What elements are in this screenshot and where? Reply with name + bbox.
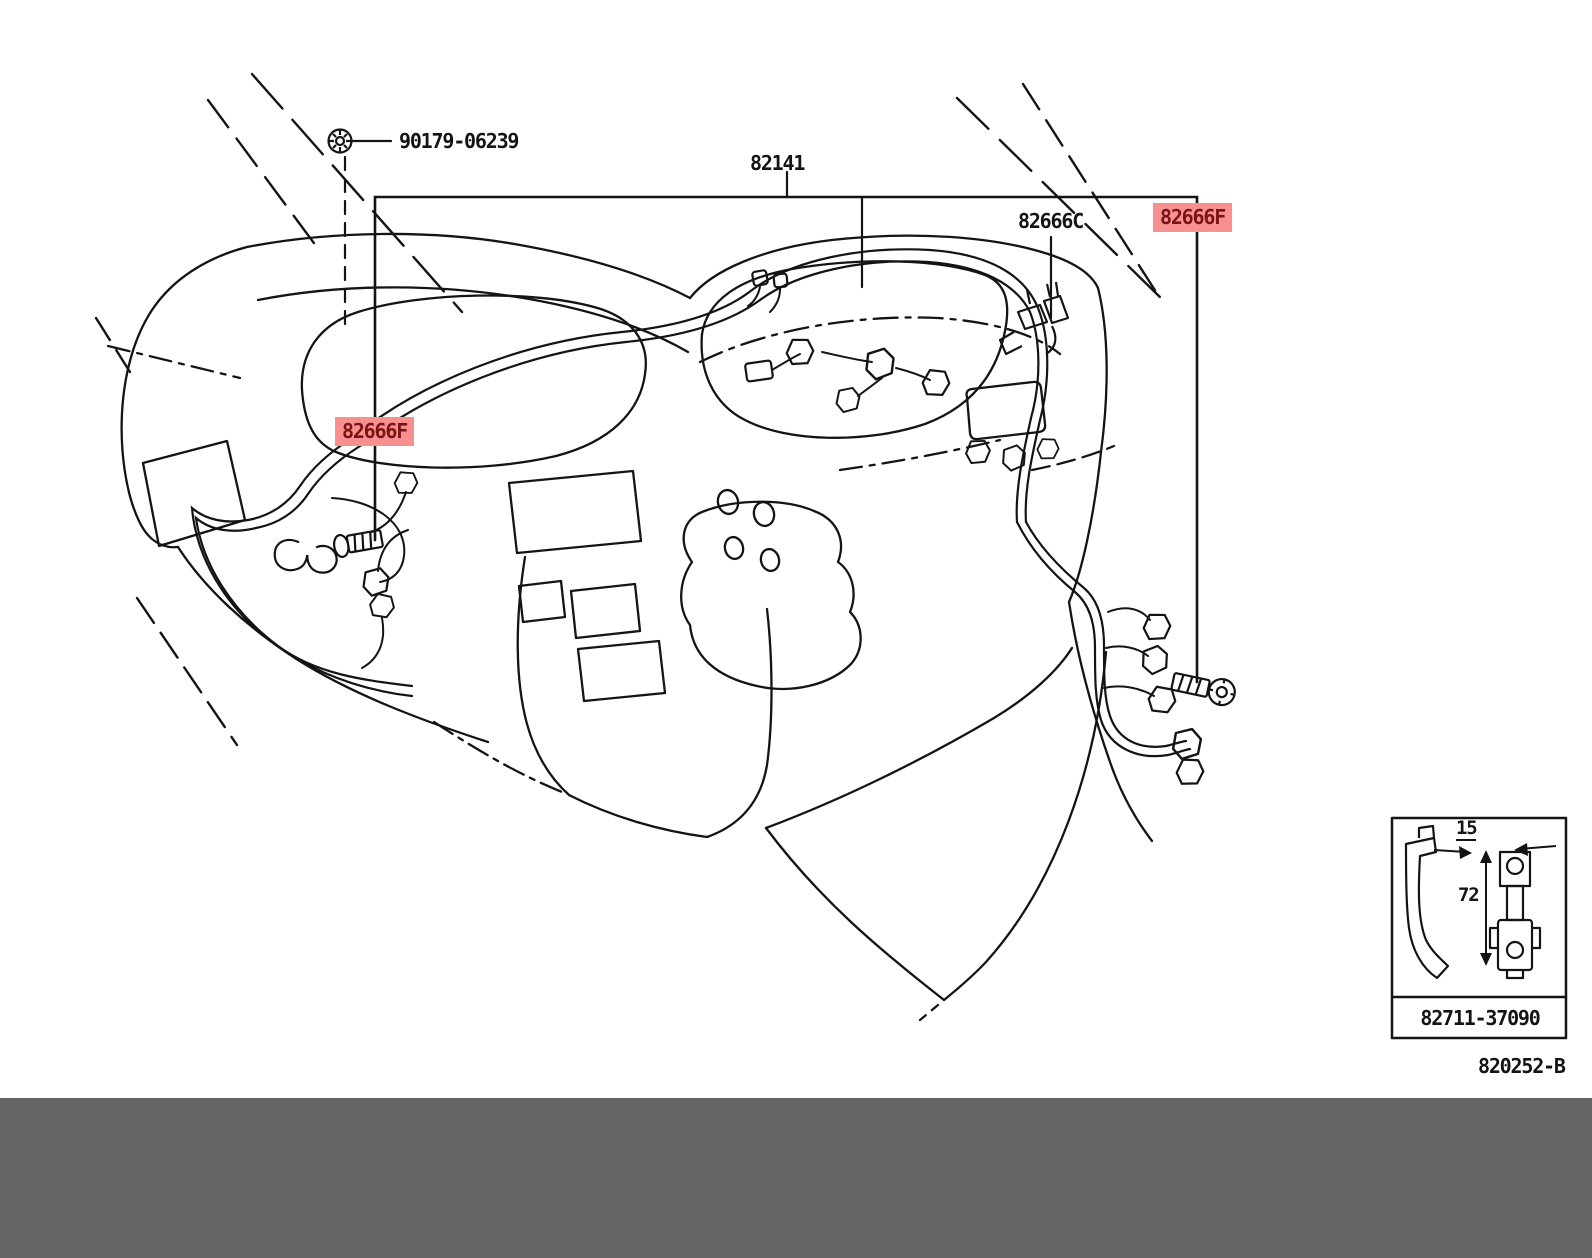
screw-right-icon xyxy=(1170,672,1236,707)
clamp-part-label-right[interactable]: 82666F xyxy=(1153,203,1233,232)
inset-width-dimension: 15 xyxy=(1456,817,1478,841)
clip-part-drawing xyxy=(1404,824,1450,980)
inset-height-dimension: 72 xyxy=(1458,884,1480,906)
pillar-reference-lines xyxy=(94,72,1167,747)
nut-part-label: 90179-06239 xyxy=(399,129,519,153)
harness-connectors xyxy=(360,269,1207,789)
footer-bar: TOYOTA - 82666K0080 N - 82666F xyxy=(0,1098,1592,1258)
harness-part-label: 82141 xyxy=(750,151,805,175)
callout-lines xyxy=(343,139,1199,684)
clamp-part-drawing xyxy=(1488,850,1542,980)
screw-left-icon xyxy=(273,529,384,574)
junction-part-label: 82666C xyxy=(1018,209,1084,233)
wiring-harness xyxy=(190,248,1192,758)
figure-code-label: 820252-B xyxy=(1478,1054,1566,1078)
inset-part-label[interactable]: 82711-37090 xyxy=(1420,1006,1540,1030)
dashboard-outline xyxy=(106,232,1154,843)
junction-connector-part xyxy=(998,281,1070,356)
inset-detail-box xyxy=(1390,816,1568,1040)
dimension-arrows xyxy=(1433,843,1557,966)
nut-icon xyxy=(327,128,353,154)
clamp-part-label-left[interactable]: 82666F xyxy=(335,417,415,446)
body-sweep-lines xyxy=(764,650,1108,1022)
